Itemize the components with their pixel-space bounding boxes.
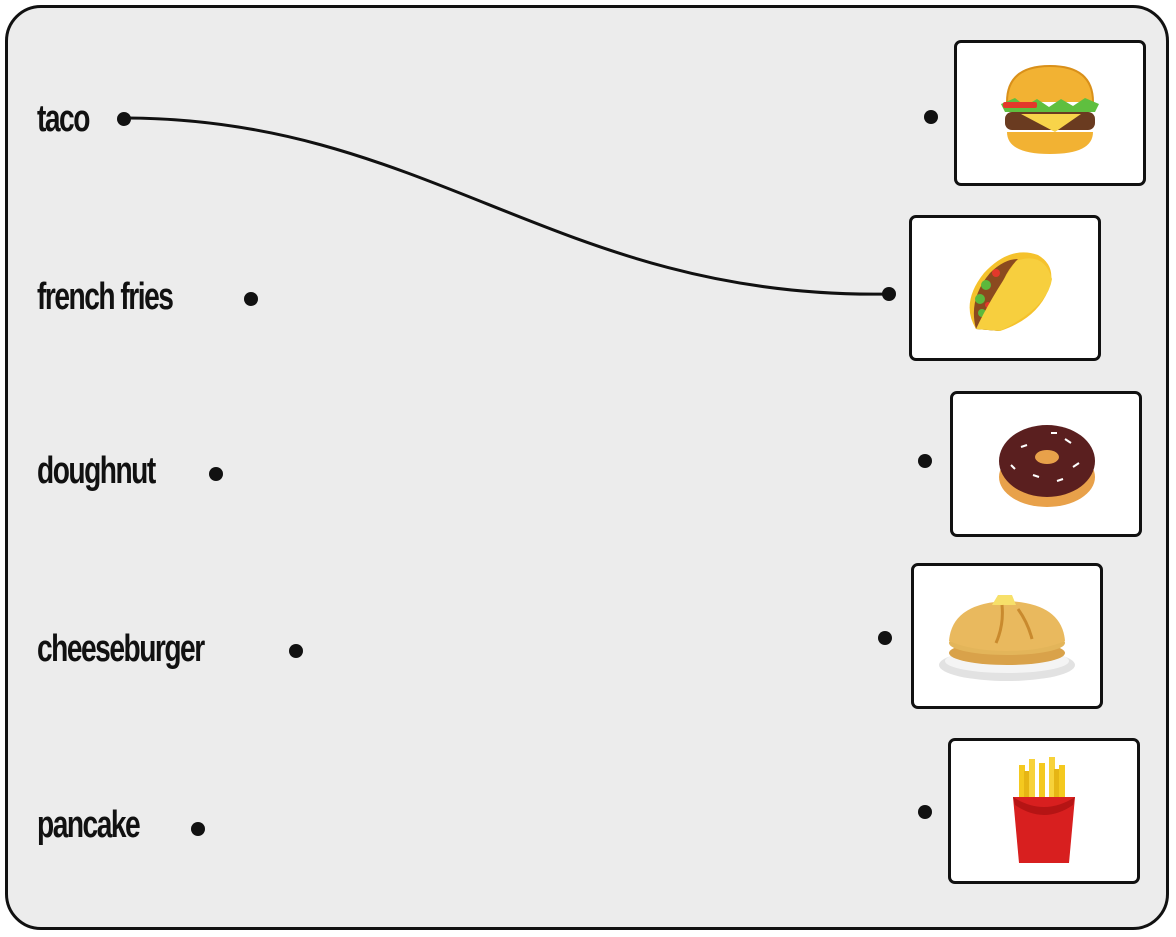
picture-card-pancake[interactable]	[911, 563, 1103, 709]
picture-dot-taco[interactable]	[882, 287, 896, 301]
word-taco[interactable]: taco	[37, 97, 90, 140]
picture-card-taco[interactable]	[909, 215, 1101, 361]
picture-dot-pancake[interactable]	[878, 631, 892, 645]
picture-dot-cheeseburger[interactable]	[924, 110, 938, 124]
word-french-fries[interactable]: french fries	[37, 275, 174, 318]
word-doughnut[interactable]: doughnut	[37, 449, 156, 492]
picture-card-doughnut[interactable]	[950, 391, 1142, 537]
word-dot-taco[interactable]	[117, 112, 131, 126]
doughnut-icon	[999, 425, 1095, 507]
picture-dot-doughnut[interactable]	[918, 454, 932, 468]
word-dot-pancake[interactable]	[191, 822, 205, 836]
word-dot-doughnut[interactable]	[209, 467, 223, 481]
word-dot-cheeseburger[interactable]	[289, 644, 303, 658]
word-cheeseburger[interactable]: cheeseburger	[37, 627, 205, 670]
french-fries-icon	[1013, 757, 1075, 863]
picture-card-french-fries[interactable]	[948, 738, 1140, 884]
picture-card-cheeseburger[interactable]	[954, 40, 1146, 186]
taco-icon	[969, 252, 1052, 331]
pancake-icon	[939, 595, 1075, 681]
word-pancake[interactable]: pancake	[37, 803, 141, 846]
word-dot-french-fries[interactable]	[244, 292, 258, 306]
cheeseburger-icon	[1001, 64, 1099, 154]
picture-dot-french-fries[interactable]	[918, 805, 932, 819]
